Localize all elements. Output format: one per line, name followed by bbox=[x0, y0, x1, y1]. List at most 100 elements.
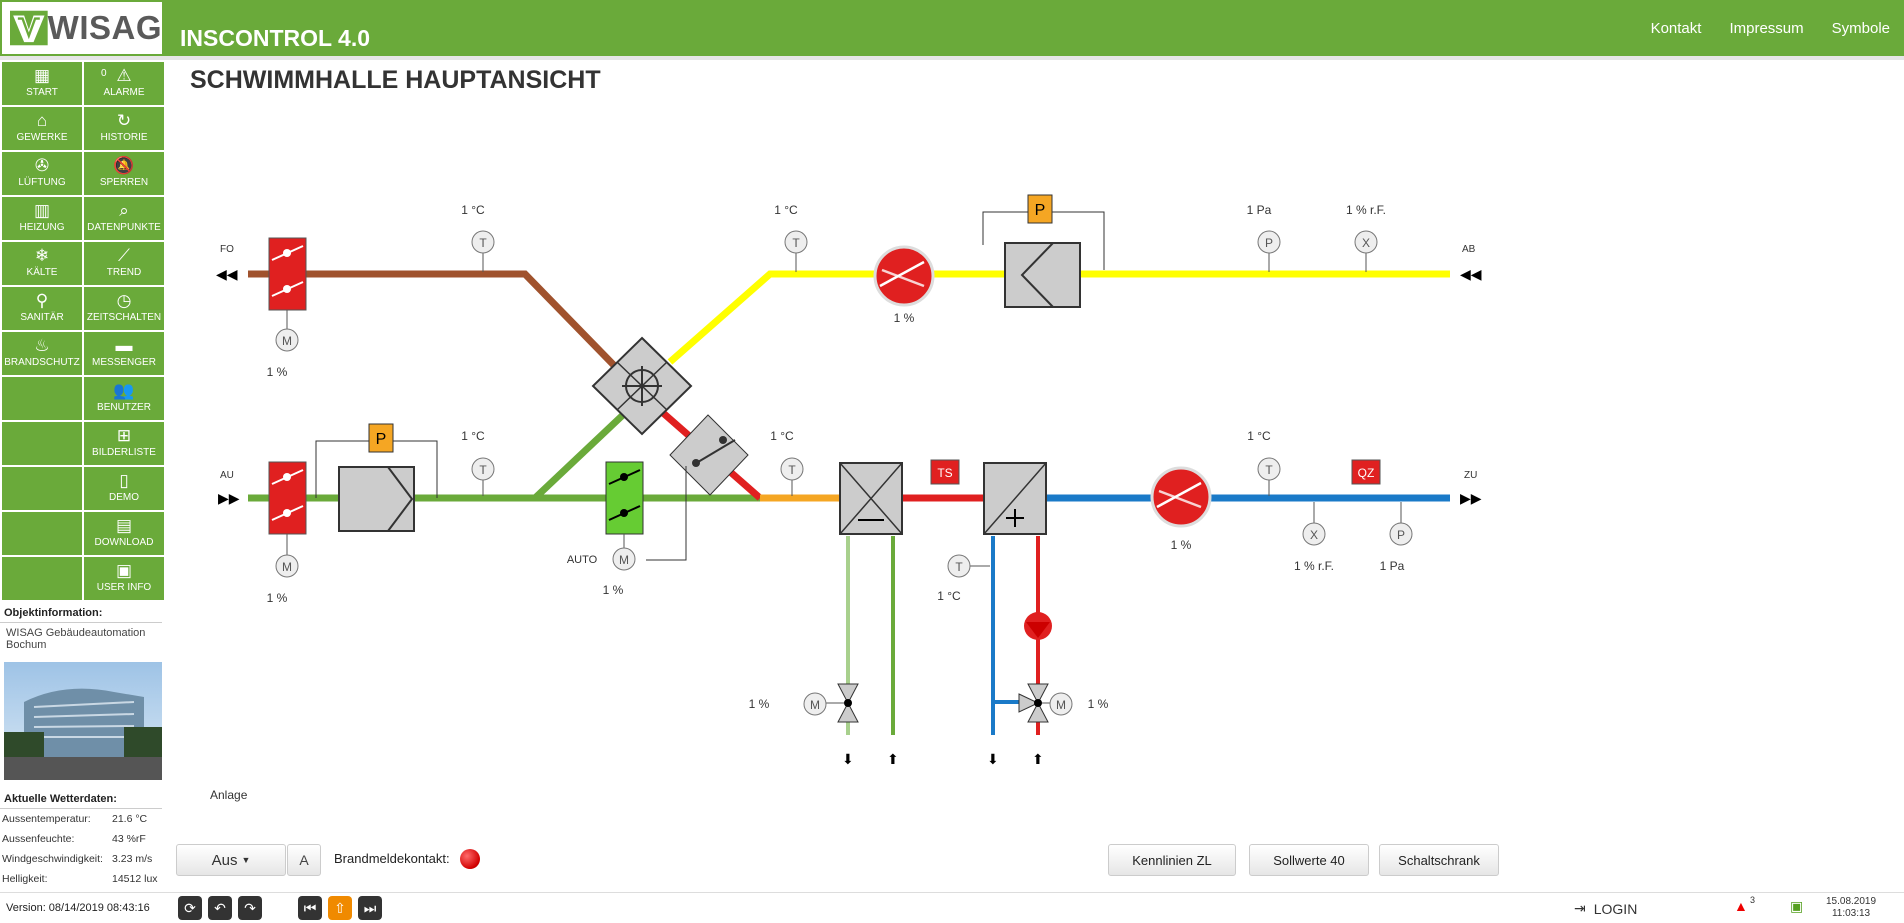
nav-lueftung[interactable]: ✇LÜFTUNG bbox=[2, 152, 82, 195]
status-bar: Version: 08/14/2019 08:43:16 ⟳ ↶ ↷ ⏮ ⇧ ⏭… bbox=[0, 892, 1904, 923]
heat-valve-value: 1 % bbox=[1088, 697, 1109, 711]
ab-temp-value: 1 °C bbox=[774, 203, 798, 217]
nav-zeitschalten[interactable]: ◷ZEITSCHALTEN bbox=[84, 287, 164, 330]
weather-row: Windgeschwindigkeit:3.23 m/s bbox=[2, 853, 153, 865]
qz-label: QZ bbox=[1358, 466, 1375, 480]
svg-text:⬇: ⬇ bbox=[987, 751, 999, 767]
zu-label: ZU bbox=[1464, 470, 1477, 481]
nav-datenpunkte[interactable]: ⌕DATENPUNKTE bbox=[84, 197, 164, 240]
nav-download[interactable]: ▤DOWNLOAD bbox=[84, 512, 164, 555]
forward-icon[interactable]: ↷ bbox=[238, 896, 262, 920]
object-info-text: WISAG Gebäudeautomation Bochum bbox=[6, 627, 146, 651]
nav-historie[interactable]: ↻HISTORIE bbox=[84, 107, 164, 150]
nav-sanitaer[interactable]: ⚲SANITÄR bbox=[2, 287, 82, 330]
nav-sperren[interactable]: 🔕SPERREN bbox=[84, 152, 164, 195]
users-icon: 👥 bbox=[113, 381, 135, 400]
schaltschrank-button[interactable]: Schaltschrank bbox=[1379, 844, 1499, 876]
anlage-label: Anlage bbox=[210, 788, 248, 802]
heater-temp-value: 1 °C bbox=[937, 589, 961, 603]
nav-empty-5 bbox=[2, 557, 82, 600]
bell-off-icon: 🔕 bbox=[113, 156, 135, 175]
nav-heizung[interactable]: ▥HEIZUNG bbox=[2, 197, 82, 240]
door-icon: ▯ bbox=[119, 471, 129, 490]
ab-arrow-icon: ◀◀ bbox=[1460, 266, 1482, 282]
nav-empty-2 bbox=[2, 422, 82, 465]
supply-temp-value: 1 °C bbox=[1247, 429, 1271, 443]
nav-brandschutz[interactable]: ♨BRANDSCHUTZ bbox=[2, 332, 82, 375]
hvac-diagram: M 1 % FO ◀◀ T 1 °C T 1 °C 1 % P P 1 Pa X… bbox=[216, 194, 1482, 767]
snowflake-icon: ❄ bbox=[34, 246, 50, 265]
wisag-logo[interactable]: WISAG bbox=[2, 2, 162, 54]
fo-label: FO bbox=[220, 244, 234, 255]
nav-benutzer[interactable]: 👥BENUTZER bbox=[84, 377, 164, 420]
nav-impressum[interactable]: Impressum bbox=[1729, 20, 1804, 37]
nav-user-info[interactable]: ▣USER INFO bbox=[84, 557, 164, 600]
weather-row: Aussentemperatur:21.6 °C bbox=[2, 813, 148, 825]
nav-start[interactable]: ▦START bbox=[2, 62, 82, 105]
nav-bilderliste[interactable]: ⊞BILDERLISTE bbox=[84, 422, 164, 465]
last-page-icon[interactable]: ⏭ bbox=[358, 896, 382, 920]
fo-temp-value: 1 °C bbox=[461, 203, 485, 217]
svg-text:T: T bbox=[479, 463, 487, 477]
svg-text:M: M bbox=[1056, 698, 1066, 712]
sollwerte-button[interactable]: Sollwerte 40 bbox=[1249, 844, 1369, 876]
svg-text:X: X bbox=[1310, 528, 1318, 542]
history-icon: ↻ bbox=[116, 111, 132, 130]
nav-symbole[interactable]: Symbole bbox=[1831, 20, 1890, 37]
header-divider bbox=[0, 56, 1904, 60]
nav-demo[interactable]: ▯DEMO bbox=[84, 467, 164, 510]
upload-icon[interactable]: ⇧ bbox=[328, 896, 352, 920]
login-icon: ⇥ bbox=[1574, 900, 1586, 916]
datetime: 15.08.2019 11:03:13 bbox=[1826, 896, 1877, 919]
grid-icon: ▦ bbox=[33, 66, 51, 85]
mode-value: Aus bbox=[211, 851, 238, 869]
svg-text:T: T bbox=[479, 236, 487, 250]
weather-panel: Aktuelle Wetterdaten: Aussentemperatur:2… bbox=[0, 790, 162, 889]
auto-label: AUTO bbox=[567, 554, 598, 566]
weather-row: Helligkeit:14512 lux bbox=[2, 873, 158, 885]
kennlinien-button[interactable]: Kennlinien ZL bbox=[1108, 844, 1236, 876]
search-chart-icon: ⌕ bbox=[119, 201, 129, 220]
zu-humidity-value: 1 % r.F. bbox=[1294, 559, 1334, 573]
return-air-pipe bbox=[667, 270, 1450, 365]
brand-contact-label: Brandmeldekontakt: bbox=[334, 851, 450, 866]
weather-row: Aussenfeuchte:43 %rF bbox=[2, 833, 146, 845]
login-link[interactable]: ⇥ LOGIN bbox=[1574, 900, 1638, 917]
caret-down-icon: ▼ bbox=[241, 855, 251, 865]
ab-pressure-value: 1 Pa bbox=[1247, 203, 1272, 217]
nav-kontakt[interactable]: Kontakt bbox=[1650, 20, 1702, 37]
download-icon: ▤ bbox=[115, 516, 133, 535]
nav-alarme[interactable]: 0 ⚠ALARME bbox=[84, 62, 164, 105]
svg-text:⬆: ⬆ bbox=[887, 751, 899, 767]
fo-arrow-icon: ◀◀ bbox=[216, 266, 238, 282]
user-card-icon: ▣ bbox=[115, 561, 133, 580]
exhaust-outlet-pipe bbox=[248, 270, 643, 395]
first-page-icon[interactable]: ⏮ bbox=[298, 896, 322, 920]
auto-button[interactable]: A bbox=[287, 844, 321, 876]
object-info-title: Objektinformation: bbox=[0, 604, 162, 623]
top-nav: Kontakt Impressum Symbole bbox=[1651, 20, 1904, 37]
ts-label: TS bbox=[937, 466, 952, 480]
fo-damper-value: 1 % bbox=[267, 365, 288, 379]
nav-trend[interactable]: ⟋TREND bbox=[84, 242, 164, 285]
building-icon: ⌂ bbox=[36, 111, 48, 130]
flame-icon: ♨ bbox=[34, 336, 50, 355]
svg-text:⬆: ⬆ bbox=[1032, 751, 1044, 767]
svg-text:P: P bbox=[376, 431, 387, 448]
mode-dropdown[interactable]: Aus ▼ bbox=[176, 844, 286, 876]
nav-kaelte[interactable]: ❄KÄLTE bbox=[2, 242, 82, 285]
ab-label: AB bbox=[1462, 244, 1476, 255]
zu-pressure-value: 1 Pa bbox=[1380, 559, 1405, 573]
connection-icon[interactable]: ▣ bbox=[1790, 898, 1804, 914]
fo-motor-label: M bbox=[282, 334, 292, 348]
zu-arrow-icon: ▶▶ bbox=[1460, 490, 1482, 506]
clock-icon: ◷ bbox=[116, 291, 132, 310]
building-photo bbox=[4, 662, 162, 780]
refresh-icon[interactable]: ⟳ bbox=[178, 896, 202, 920]
version-text: Version: 08/14/2019 08:43:16 bbox=[6, 902, 150, 914]
svg-text:⬇: ⬇ bbox=[842, 751, 854, 767]
alarm-bell-icon[interactable]: ▲ bbox=[1734, 898, 1748, 914]
nav-messenger[interactable]: ▬MESSENGER bbox=[84, 332, 164, 375]
nav-gewerke[interactable]: ⌂GEWERKE bbox=[2, 107, 82, 150]
back-icon[interactable]: ↶ bbox=[208, 896, 232, 920]
